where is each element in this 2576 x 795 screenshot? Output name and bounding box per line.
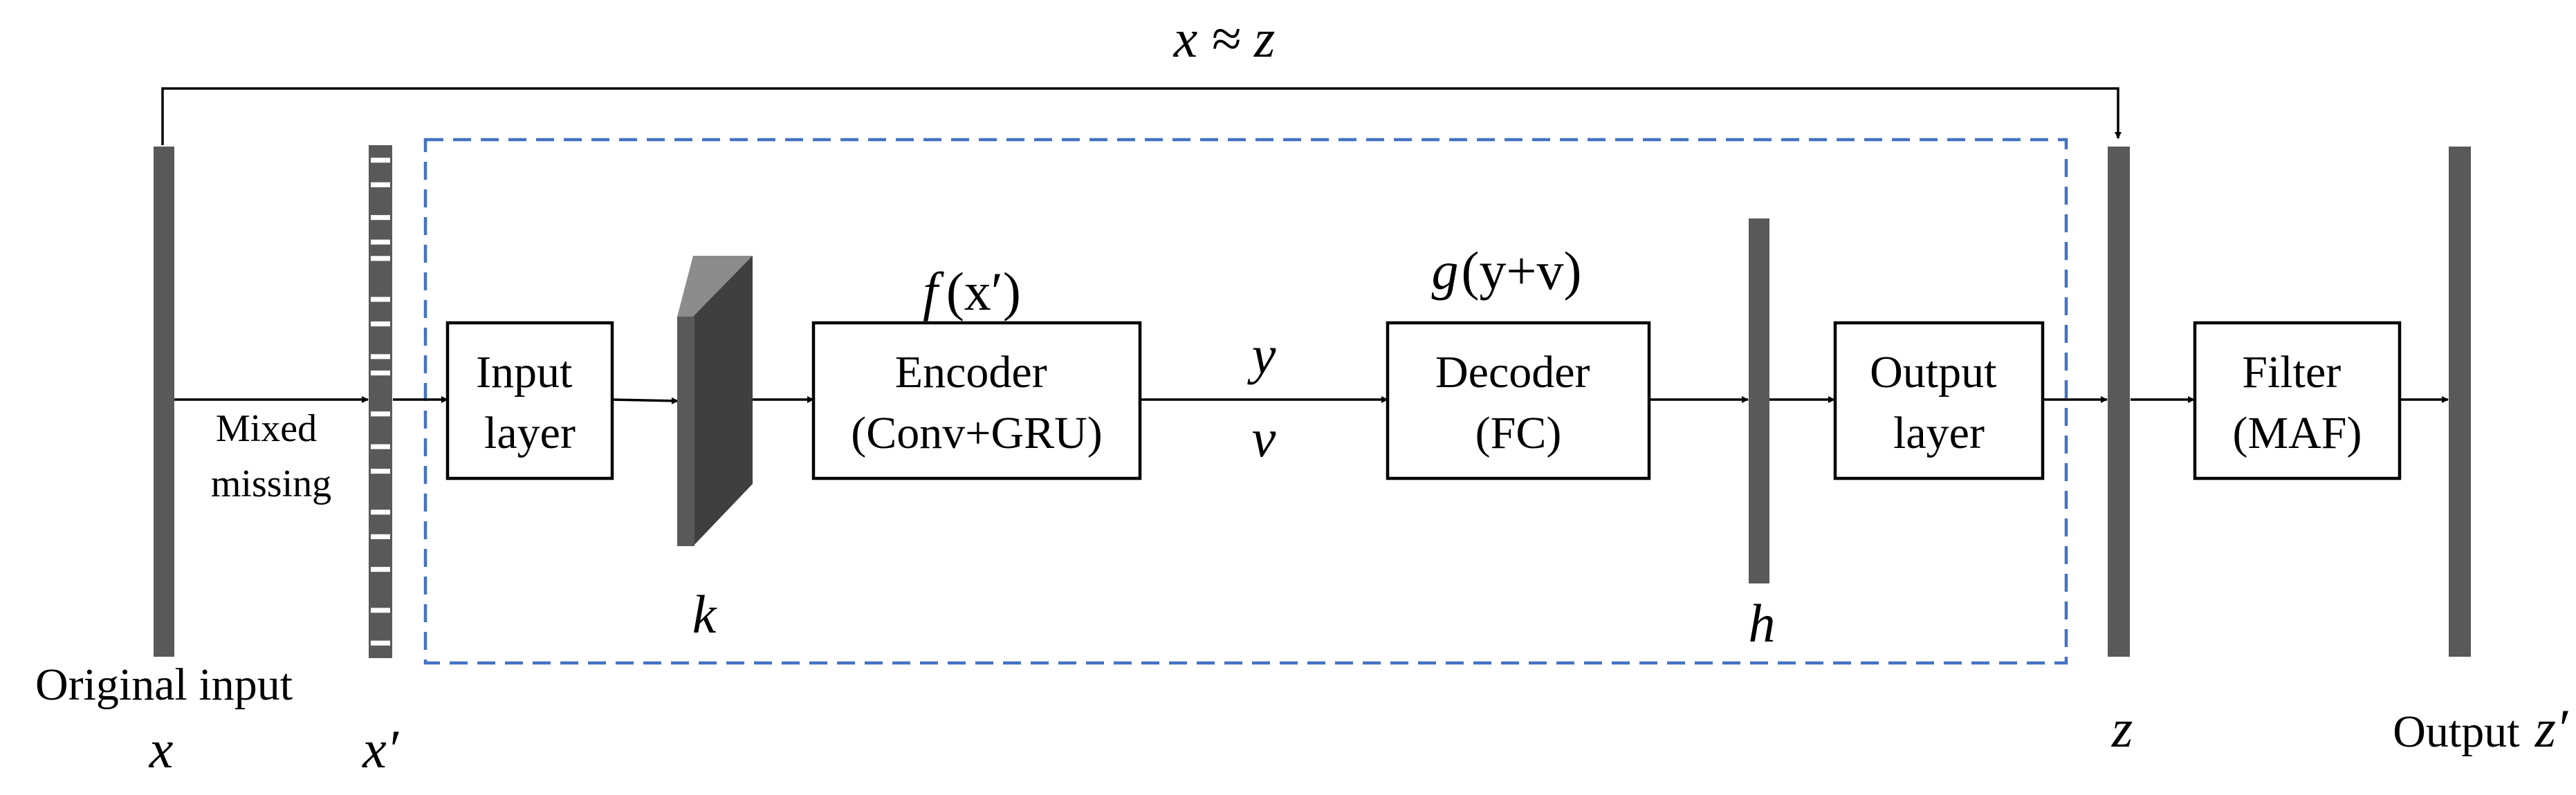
filter-line-1: Filter	[2242, 347, 2341, 398]
masked-input-bar	[369, 145, 392, 658]
input-layer-line-2: layer	[484, 408, 576, 458]
latent-y-symbol: y	[1247, 325, 1276, 385]
top-relation-label: x ≈ z	[1173, 8, 1276, 68]
missing-entry	[371, 411, 390, 417]
output-layer-box	[1833, 321, 2045, 480]
input-layer-label: Input layer	[476, 347, 584, 458]
decoder-box	[1386, 321, 1651, 480]
reconstruction-z-bar	[2108, 147, 2130, 657]
missing-entry	[371, 182, 390, 187]
missing-entry	[371, 239, 390, 245]
missing-entry	[371, 354, 390, 359]
bypass-line	[161, 87, 2122, 145]
filter-line-2: (MAF)	[2232, 408, 2362, 458]
missing-entry	[371, 215, 390, 221]
masking-step-label: Mixed missing	[211, 407, 331, 505]
output-layer-line-2: layer	[1893, 408, 1985, 458]
missing-entry	[371, 608, 390, 613]
feature-block-k	[677, 256, 753, 546]
decoder-label: Decoder (FC)	[1435, 347, 1601, 458]
encoder-function: f(x′)	[923, 261, 1021, 321]
missing-entry	[371, 158, 390, 163]
missing-entry	[371, 297, 390, 302]
missing-entry	[371, 256, 390, 261]
arrow-input-layer-to-k	[612, 397, 679, 404]
encoder-line-1: Encoder	[895, 347, 1047, 398]
masked-input-background	[369, 145, 392, 658]
filter-box	[2193, 321, 2402, 480]
encoder-function-arg: (x′)	[946, 261, 1021, 321]
decoder-function-name: g	[1432, 241, 1459, 301]
input-layer-line-1: Input	[476, 347, 572, 398]
output-bar	[2449, 147, 2471, 657]
output-layer-line-1: Output	[1870, 347, 1996, 398]
latent-v-symbol: v	[1252, 408, 1276, 468]
decoder-function-arg: (y+v)	[1462, 241, 1582, 301]
missing-entry	[371, 444, 390, 449]
decoder-line-2: (FC)	[1475, 408, 1562, 458]
original-input-symbol: x	[149, 719, 174, 779]
original-input-caption: Original input	[35, 660, 293, 710]
missing-entry	[371, 371, 390, 376]
network-frame	[423, 138, 2068, 665]
missing-entry	[371, 321, 390, 327]
masking-step-line-2: missing	[211, 462, 331, 505]
encoder-box	[811, 321, 1142, 480]
missing-entry	[371, 469, 390, 474]
original-input-bar	[154, 147, 174, 657]
output-caption: Output	[2393, 707, 2519, 757]
missing-entry	[371, 640, 390, 646]
encoder-label: Encoder (Conv+GRU)	[851, 347, 1103, 458]
output-symbol: z′	[2534, 698, 2569, 758]
output-label: Output z′	[2393, 698, 2569, 758]
output-layer-label: Output layer	[1870, 347, 2008, 458]
encoder-line-2: (Conv+GRU)	[851, 408, 1103, 458]
hidden-h-symbol: h	[1749, 593, 1776, 653]
filter-label: Filter (MAF)	[2232, 347, 2362, 458]
decoder-function: g(y+v)	[1432, 241, 1582, 301]
encoder-function-name: f	[923, 261, 944, 321]
input-layer-box	[445, 321, 614, 480]
feature-block-side	[693, 256, 753, 546]
masked-input-symbol: x′	[362, 719, 400, 779]
feature-block-front	[677, 317, 694, 546]
missing-entry	[371, 534, 390, 539]
feature-k-symbol: k	[692, 584, 717, 644]
missing-entry	[371, 509, 390, 515]
masking-step-line-1: Mixed	[216, 407, 317, 450]
hidden-h-bar	[1749, 218, 1769, 583]
decoder-line-1: Decoder	[1435, 347, 1590, 398]
reconstruction-z-symbol: z	[2111, 698, 2133, 758]
missing-entry	[371, 567, 390, 572]
